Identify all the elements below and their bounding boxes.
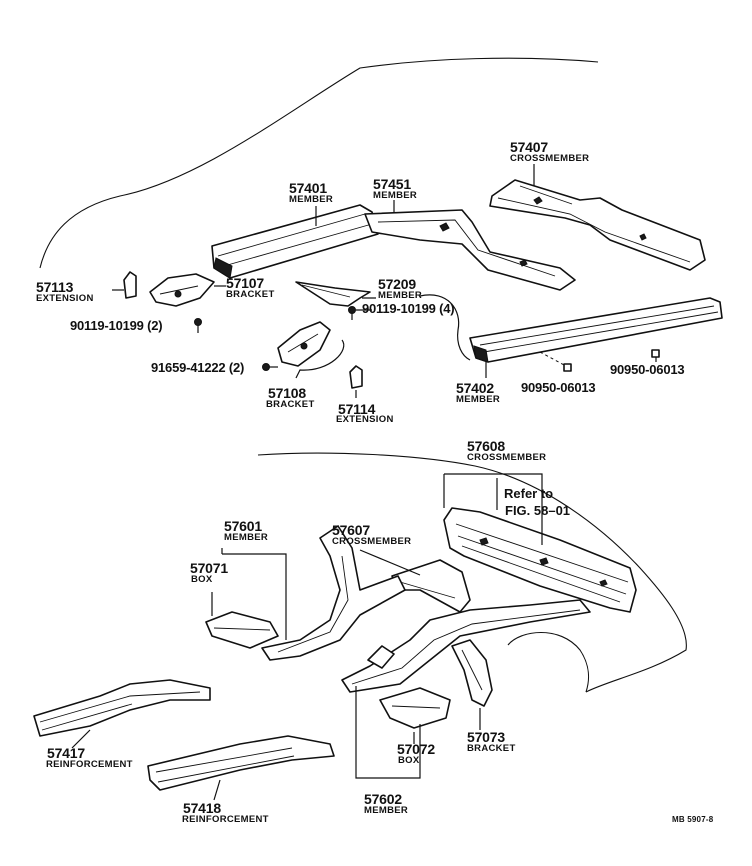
- drawing-code: MB 5907-8: [672, 815, 714, 824]
- part-number-57607: 57607: [332, 522, 370, 538]
- fastener-label-90950-a: 90950-06013: [521, 380, 596, 395]
- part-number-57451: 57451: [373, 176, 411, 192]
- part-number-57114: 57114: [338, 401, 376, 417]
- part-number-57402: 57402: [456, 380, 494, 396]
- upper-leader-lines: [112, 164, 657, 398]
- wheel-arch-outline: [507, 631, 590, 693]
- part-number-57602: 57602: [364, 791, 402, 807]
- part-number-57601: 57601: [224, 518, 262, 534]
- part-name-57401: MEMBER: [289, 194, 334, 205]
- extension-57114-drawing: [349, 365, 363, 389]
- part-number-57608: 57608: [467, 438, 505, 454]
- part-name-57601: MEMBER: [224, 532, 269, 543]
- part-name-57418: REINFORCEMENT: [182, 814, 269, 825]
- member-57601-drawing: [261, 525, 406, 661]
- member-57401-drawing: [211, 204, 379, 279]
- part-number-57417: 57417: [47, 745, 85, 761]
- part-number-57108: 57108: [268, 385, 306, 401]
- box-57071-drawing: [205, 611, 279, 649]
- bolt-icon-90119-b: [348, 306, 356, 320]
- part-name-57073: BRACKET: [467, 743, 516, 754]
- part-name-57402: MEMBER: [456, 394, 501, 405]
- part-number-57071: 57071: [190, 560, 228, 576]
- plug-icon-90950-a: [563, 363, 572, 372]
- part-name-57113: EXTENSION: [36, 293, 94, 304]
- part-name-57107: BRACKET: [226, 289, 275, 300]
- part-number-57073: 57073: [467, 729, 505, 745]
- part-number-57113: 57113: [36, 279, 74, 295]
- part-number-57401: 57401: [289, 180, 327, 196]
- part-number-57418: 57418: [183, 800, 221, 816]
- reinforcement-57417-drawing: [33, 679, 211, 737]
- plug-icon-90950-b: [651, 349, 660, 358]
- part-name-57417: REINFORCEMENT: [46, 759, 133, 770]
- bracket-57108-drawing: [277, 321, 331, 367]
- crossmember-57407-drawing: [489, 179, 706, 271]
- part-name-57072: BOX: [398, 755, 420, 766]
- part-name-57608: CROSSMEMBER: [467, 452, 547, 463]
- part-number-57072: 57072: [397, 741, 435, 757]
- fastener-label-90950-b: 90950-06013: [610, 362, 685, 377]
- part-name-57607: CROSSMEMBER: [332, 536, 412, 547]
- part-name-57114: EXTENSION: [336, 414, 394, 425]
- car-body-outline-lower: [257, 452, 687, 693]
- member-57402-drawing: [469, 297, 723, 363]
- bolt-icon-90119-a: [194, 318, 202, 333]
- fastener-label-91659: 91659-41222 (2): [151, 360, 245, 375]
- reinforcement-57418-drawing: [147, 735, 335, 791]
- fastener-label-90119-b: 90119-10199 (4): [362, 301, 455, 316]
- part-name-57209: MEMBER: [378, 290, 423, 301]
- car-body-outline-upper: [39, 57, 599, 269]
- bracket-57107-drawing: [149, 273, 215, 307]
- lower-leader-lines: [71, 473, 543, 801]
- part-name-57451: MEMBER: [373, 190, 418, 201]
- part-name-57071: BOX: [191, 574, 213, 585]
- part-name-57407: CROSSMEMBER: [510, 153, 590, 164]
- reference-note-line2: FIG. 58–01: [505, 503, 571, 518]
- member-57209-drawing: [295, 281, 371, 307]
- crossmember-57608-drawing: [443, 507, 637, 613]
- bolt-icon-91659: [262, 363, 278, 371]
- part-number-57107: 57107: [226, 275, 264, 291]
- box-57072-drawing: [379, 687, 451, 729]
- part-name-57108: BRACKET: [266, 399, 315, 410]
- reference-note-line1: Refer to: [504, 486, 554, 501]
- bracket-57073-drawing: [451, 639, 493, 707]
- part-number-57209: 57209: [378, 276, 416, 292]
- member-57451-drawing: [364, 209, 576, 291]
- part-name-57602: MEMBER: [364, 805, 409, 816]
- fastener-label-90119-a: 90119-10199 (2): [70, 318, 163, 333]
- part-number-57407: 57407: [510, 139, 548, 155]
- member-57602-drawing: [341, 599, 591, 693]
- extension-57113-drawing: [123, 271, 137, 299]
